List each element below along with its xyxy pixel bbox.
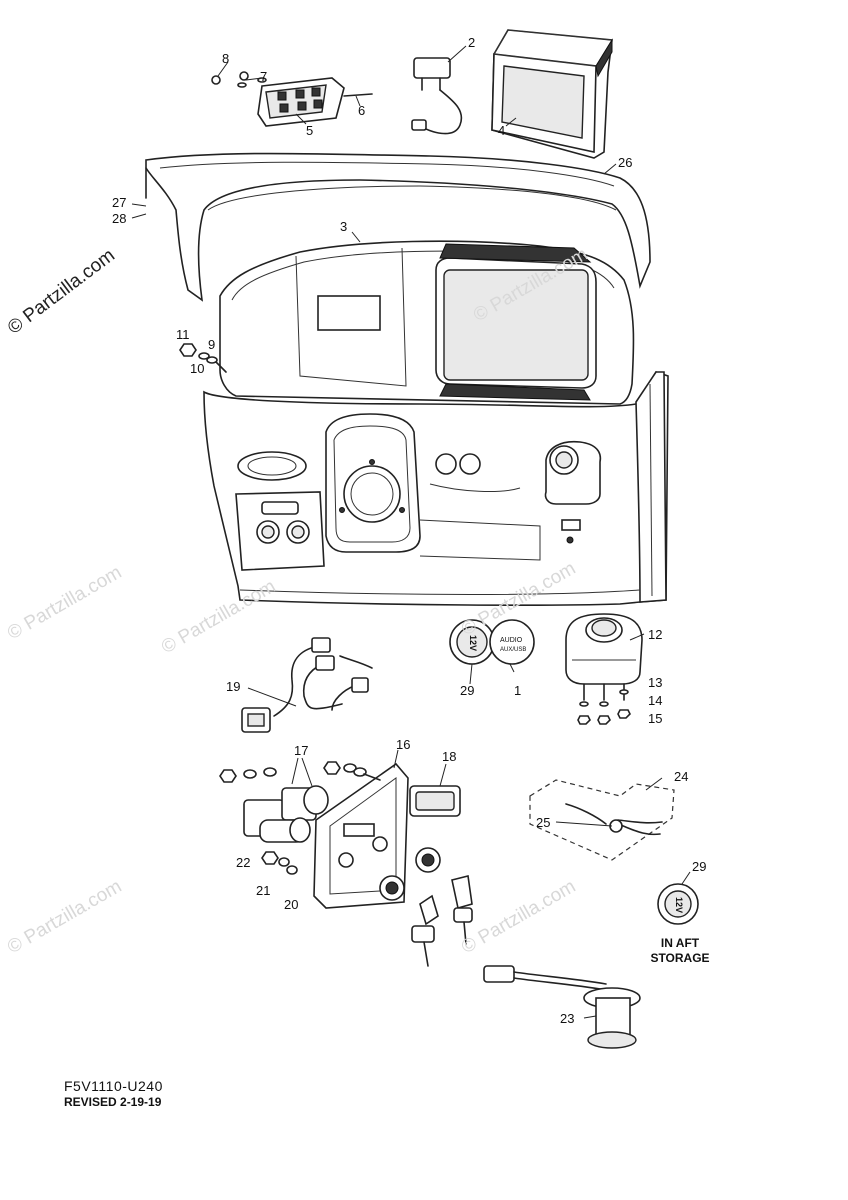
socket-12v-label: 12V <box>468 634 479 652</box>
aft-socket-12v-label: 12V <box>674 896 685 914</box>
callout-11: 11 <box>176 327 190 342</box>
callout-22: 22 <box>236 855 251 870</box>
harness-part-19 <box>241 637 373 733</box>
revision-date: REVISED 2-19-19 <box>64 1095 162 1109</box>
switch-plate-part-16 <box>219 761 473 967</box>
callout-9: 9 <box>208 337 216 352</box>
callout-5: 5 <box>306 123 314 138</box>
callout-14: 14 <box>648 693 663 708</box>
sockets-29-and-1 <box>449 619 535 665</box>
callout-27: 27 <box>112 195 127 210</box>
port-part-23 <box>483 965 641 1049</box>
callout-7: 7 <box>260 69 268 84</box>
callout-24: 24 <box>674 769 689 784</box>
callout-13: 13 <box>648 675 663 690</box>
throttle-part-12 <box>565 613 643 725</box>
callout-25: 25 <box>536 815 551 830</box>
callout-18: 18 <box>442 749 457 764</box>
callout-29-aft: 29 <box>692 859 707 874</box>
callout-8: 8 <box>222 51 230 66</box>
switch-panel-part-5 <box>211 71 373 127</box>
socket-audio-sub-label: AUX/USB <box>500 647 527 653</box>
callout-4: 4 <box>498 123 506 138</box>
callout-28: 28 <box>112 211 127 226</box>
lower-console <box>203 371 669 606</box>
callout-3: 3 <box>340 219 348 234</box>
kit-part-24 <box>529 779 675 861</box>
callout-19: 19 <box>226 679 241 694</box>
callout-10: 10 <box>190 361 205 376</box>
module-part-2 <box>411 57 463 135</box>
dash-cover-part-26 <box>145 152 651 302</box>
socket-audio-label: AUDIO <box>500 637 523 644</box>
callout-6: 6 <box>358 103 366 118</box>
hardware-9-10-11 <box>179 343 227 373</box>
callout-26: 26 <box>618 155 633 170</box>
callout-17: 17 <box>294 743 309 758</box>
callout-2: 2 <box>468 35 476 50</box>
display-unit-part-4 <box>491 29 613 159</box>
dash-part-3 <box>219 240 635 405</box>
callout-16: 16 <box>396 737 411 752</box>
callout-1: 1 <box>514 683 522 698</box>
diagram-code: F5V1110-U240 <box>64 1078 163 1094</box>
callout-29: 29 <box>460 683 475 698</box>
leader-lines <box>131 45 691 1019</box>
callout-21: 21 <box>256 883 271 898</box>
callout-23: 23 <box>560 1011 575 1026</box>
aft-storage-note: IN AFT STORAGE <box>650 936 710 965</box>
aft-socket-part-29 <box>657 883 699 925</box>
callout-15: 15 <box>648 711 663 726</box>
callout-12: 12 <box>648 627 663 642</box>
callout-20: 20 <box>284 897 299 912</box>
